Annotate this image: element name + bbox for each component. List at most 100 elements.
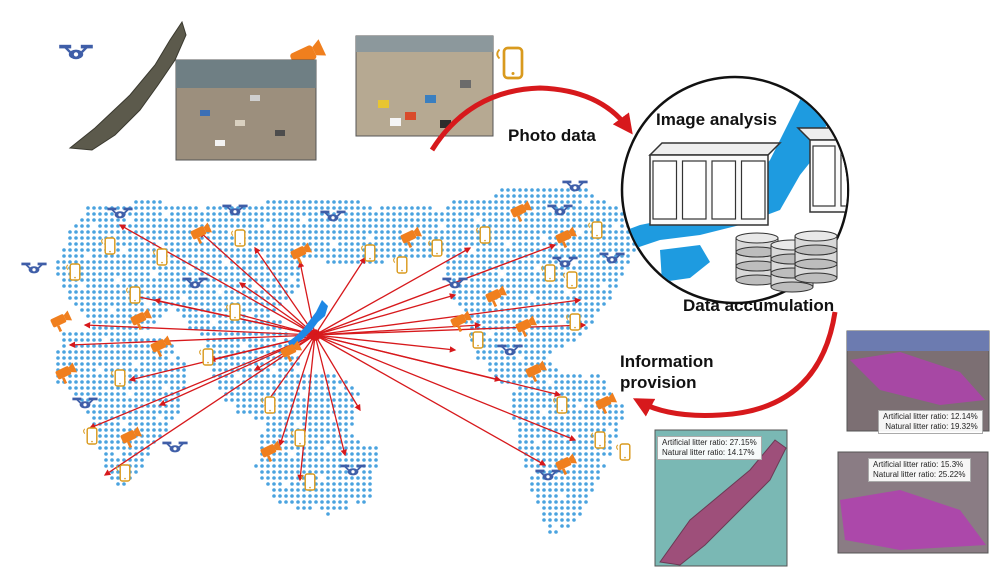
map-dot: [164, 410, 168, 414]
map-dot: [236, 278, 240, 282]
map-dot: [254, 296, 258, 300]
map-dot: [584, 476, 588, 480]
map-dot: [608, 284, 612, 288]
map-dot: [476, 290, 480, 294]
map-dot: [116, 410, 120, 414]
map-dot: [542, 512, 546, 516]
map-dot: [242, 410, 246, 414]
map-dot: [188, 242, 192, 246]
map-dot: [524, 266, 528, 270]
map-dot: [542, 242, 546, 246]
map-dot: [350, 464, 354, 468]
map-dot: [446, 212, 450, 216]
map-dot: [254, 254, 258, 258]
map-dot: [608, 404, 612, 408]
map-dot: [254, 350, 258, 354]
map-dot: [194, 254, 198, 258]
map-dot: [152, 422, 156, 426]
map-dot: [266, 374, 270, 378]
map-dot: [620, 248, 624, 252]
arrow: [313, 333, 577, 442]
map-dot: [152, 368, 156, 372]
map-dot: [296, 464, 300, 468]
map-dot: [182, 374, 186, 378]
map-dot: [464, 260, 468, 264]
map-dot: [566, 194, 570, 198]
map-dot: [134, 218, 138, 222]
map-dot: [596, 452, 600, 456]
map-dot: [128, 452, 132, 456]
map-dot: [344, 224, 348, 228]
map-dot: [314, 470, 318, 474]
map-dot: [134, 386, 138, 390]
map-dot: [548, 230, 552, 234]
map-dot: [110, 224, 114, 228]
map-dot: [266, 386, 270, 390]
map-dot: [242, 404, 246, 408]
map-dot: [548, 200, 552, 204]
map-dot: [116, 308, 120, 312]
map-dot: [206, 320, 210, 324]
map-dot: [320, 218, 324, 222]
map-dot: [500, 194, 504, 198]
map-dot: [320, 422, 324, 426]
map-dot: [278, 248, 282, 252]
map-dot: [464, 212, 468, 216]
map-dot: [590, 470, 594, 474]
map-dot: [482, 350, 486, 354]
map-dot: [572, 410, 576, 414]
map-dot: [320, 242, 324, 246]
map-dot: [308, 494, 312, 498]
map-dot: [152, 278, 156, 282]
map-dot: [548, 242, 552, 246]
map-dot: [572, 308, 576, 312]
map-dot: [206, 332, 210, 336]
map-dot: [272, 494, 276, 498]
map-dot: [128, 416, 132, 420]
map-dot: [536, 416, 540, 420]
camera-icon: [150, 335, 173, 358]
map-dot: [566, 320, 570, 324]
map-dot: [518, 362, 522, 366]
map-dot: [560, 488, 564, 492]
map-dot: [512, 188, 516, 192]
map-dot: [158, 302, 162, 306]
map-dot: [560, 326, 564, 330]
map-dot: [140, 416, 144, 420]
map-dot: [452, 248, 456, 252]
map-dot: [272, 260, 276, 264]
map-dot: [560, 422, 564, 426]
map-dot: [278, 254, 282, 258]
map-dot: [494, 356, 498, 360]
map-dot: [356, 206, 360, 210]
map-dot: [512, 194, 516, 198]
map-dot: [572, 332, 576, 336]
map-dot: [566, 512, 570, 516]
map-dot: [542, 386, 546, 390]
map-dot: [350, 494, 354, 498]
map-dot: [314, 206, 318, 210]
map-dot: [152, 392, 156, 396]
map-dot: [512, 392, 516, 396]
map-dot: [542, 338, 546, 342]
map-dot: [92, 416, 96, 420]
map-dot: [566, 332, 570, 336]
map-dot: [164, 284, 168, 288]
map-dot: [170, 224, 174, 228]
map-dot: [590, 206, 594, 210]
map-dot: [254, 230, 258, 234]
map-dot: [584, 452, 588, 456]
map-dot: [62, 254, 66, 258]
map-dot: [356, 452, 360, 456]
map-dot: [482, 314, 486, 318]
map-dot: [170, 242, 174, 246]
map-dot: [338, 242, 342, 246]
map-dot: [278, 218, 282, 222]
map-dot: [602, 224, 606, 228]
map-dot: [350, 452, 354, 456]
map-dot: [416, 242, 420, 246]
map-dot: [278, 206, 282, 210]
map-dot: [80, 230, 84, 234]
map-dot: [518, 284, 522, 288]
map-dot: [68, 386, 72, 390]
